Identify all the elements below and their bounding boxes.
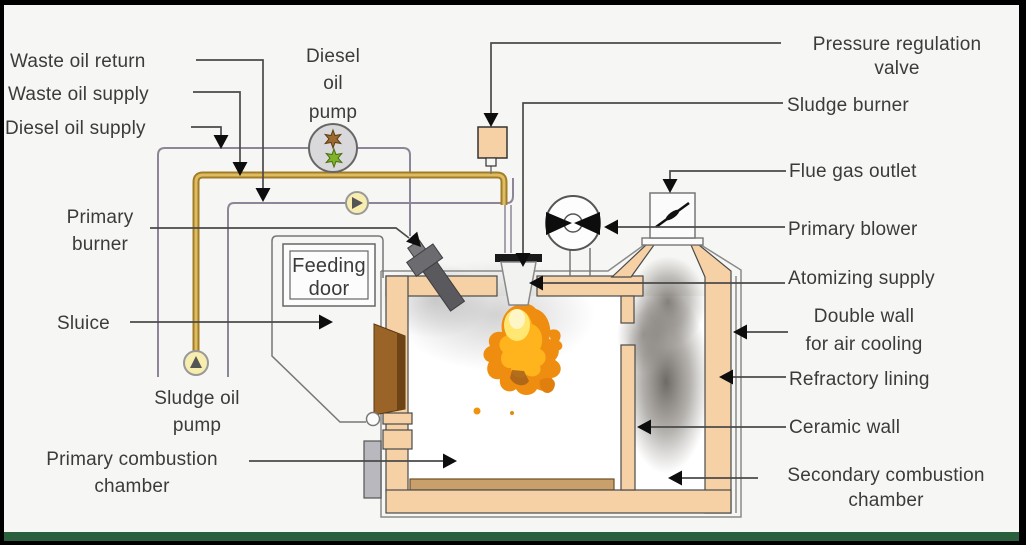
arrow-left-icon bbox=[604, 219, 618, 235]
chimney-flange bbox=[641, 237, 704, 246]
diesel-oil-supply-pipe bbox=[157, 147, 411, 377]
diesel-oil-pump-icon bbox=[308, 123, 358, 173]
arrow-left-icon bbox=[668, 470, 682, 486]
sludge-oil-pump-icon bbox=[183, 350, 209, 376]
door-hinge-icon bbox=[365, 411, 381, 427]
piping bbox=[157, 147, 514, 377]
arrow-right-icon bbox=[319, 314, 333, 330]
label-diesel-oil-pump: Diesel bbox=[306, 46, 360, 67]
arrow-left-icon bbox=[637, 419, 651, 435]
arrow-down-icon bbox=[662, 179, 678, 193]
label-secondary-combustion-chamber: chamber bbox=[848, 490, 924, 511]
primary-blower-icon bbox=[545, 195, 601, 276]
arrow-left-icon bbox=[719, 369, 733, 385]
label-pressure-regulation-valve: valve bbox=[874, 58, 919, 79]
arrow-left-icon bbox=[529, 275, 543, 291]
feeding-door-label-box bbox=[282, 243, 376, 307]
label-secondary-combustion-chamber: Secondary combustion bbox=[787, 465, 984, 486]
hearth-plate bbox=[409, 478, 615, 491]
frame-green-strip bbox=[4, 532, 1020, 541]
door-ledge-lower bbox=[382, 429, 413, 450]
label-diesel-oil-pump: oil bbox=[323, 73, 343, 94]
door-ledge-upper bbox=[382, 412, 413, 425]
label-double-wall: for air cooling bbox=[805, 334, 922, 355]
label-ceramic-wall: Ceramic wall bbox=[789, 417, 900, 438]
label-atomizing-supply: Atomizing supply bbox=[788, 268, 935, 289]
label-primary-burner: burner bbox=[72, 234, 129, 255]
leader-lines bbox=[130, 42, 788, 479]
arrow-down-icon bbox=[213, 135, 229, 149]
arrow-left-icon bbox=[733, 324, 747, 340]
arrow-down-icon bbox=[255, 188, 271, 202]
label-waste-oil-supply: Waste oil supply bbox=[8, 84, 149, 105]
ceramic-wall-divider bbox=[620, 344, 636, 491]
label-flue-gas-outlet: Flue gas outlet bbox=[789, 161, 917, 182]
flame-icon bbox=[473, 303, 563, 415]
primary-burner-icon bbox=[406, 239, 466, 312]
feeding-chute-outline bbox=[271, 235, 384, 423]
double-wall-outline bbox=[380, 244, 742, 518]
label-waste-oil-return: Waste oil return bbox=[10, 51, 146, 72]
label-diesel-oil-pump: pump bbox=[309, 102, 357, 123]
label-primary-blower: Primary blower bbox=[788, 219, 918, 240]
arrow-right-icon bbox=[443, 453, 457, 469]
label-sludge-burner: Sludge burner bbox=[787, 95, 909, 116]
label-primary-combustion-chamber: Primary combustion bbox=[46, 449, 217, 470]
arrow-down-icon bbox=[232, 162, 248, 176]
label-sludge-oil-pump: pump bbox=[173, 415, 221, 436]
sluice-gate bbox=[363, 440, 382, 499]
label-primary-combustion-chamber: chamber bbox=[94, 476, 170, 497]
arrow-diagonal-icon bbox=[406, 231, 421, 247]
return-line-valve-icon bbox=[345, 191, 369, 215]
label-sludge-oil-pump: Sludge oil bbox=[154, 388, 239, 409]
waste-oil-return-pipe bbox=[227, 178, 514, 377]
arrowheads bbox=[213, 113, 747, 486]
label-sluice: Sluice bbox=[57, 313, 110, 334]
furnace-walls bbox=[382, 244, 732, 514]
arrow-down-icon bbox=[483, 113, 499, 127]
feeding-door-label: door bbox=[309, 278, 350, 300]
ceramic-wall-stub bbox=[620, 295, 635, 324]
top-wall-right bbox=[536, 275, 644, 297]
feeding-door-assembly: Feeding door bbox=[271, 235, 406, 427]
floor-wall bbox=[385, 489, 732, 514]
text-labels: Waste oil return Waste oil supply Diesel… bbox=[5, 34, 984, 511]
label-refractory-lining: Refractory lining bbox=[789, 369, 930, 390]
feeding-door-label: Feeding bbox=[292, 255, 366, 277]
burner-feed-pipe bbox=[504, 205, 512, 253]
pressure-regulation-valve-icon bbox=[477, 126, 508, 167]
label-pressure-regulation-valve: Pressure regulation bbox=[813, 34, 982, 55]
arrow-down-icon bbox=[515, 253, 531, 267]
label-diesel-oil-supply: Diesel oil supply bbox=[5, 118, 146, 139]
label-double-wall: Double wall bbox=[814, 306, 914, 327]
flue-gas-outlet-box bbox=[649, 192, 696, 239]
feeding-door-panel-edge bbox=[397, 333, 405, 411]
label-primary-burner: Primary bbox=[67, 207, 134, 228]
